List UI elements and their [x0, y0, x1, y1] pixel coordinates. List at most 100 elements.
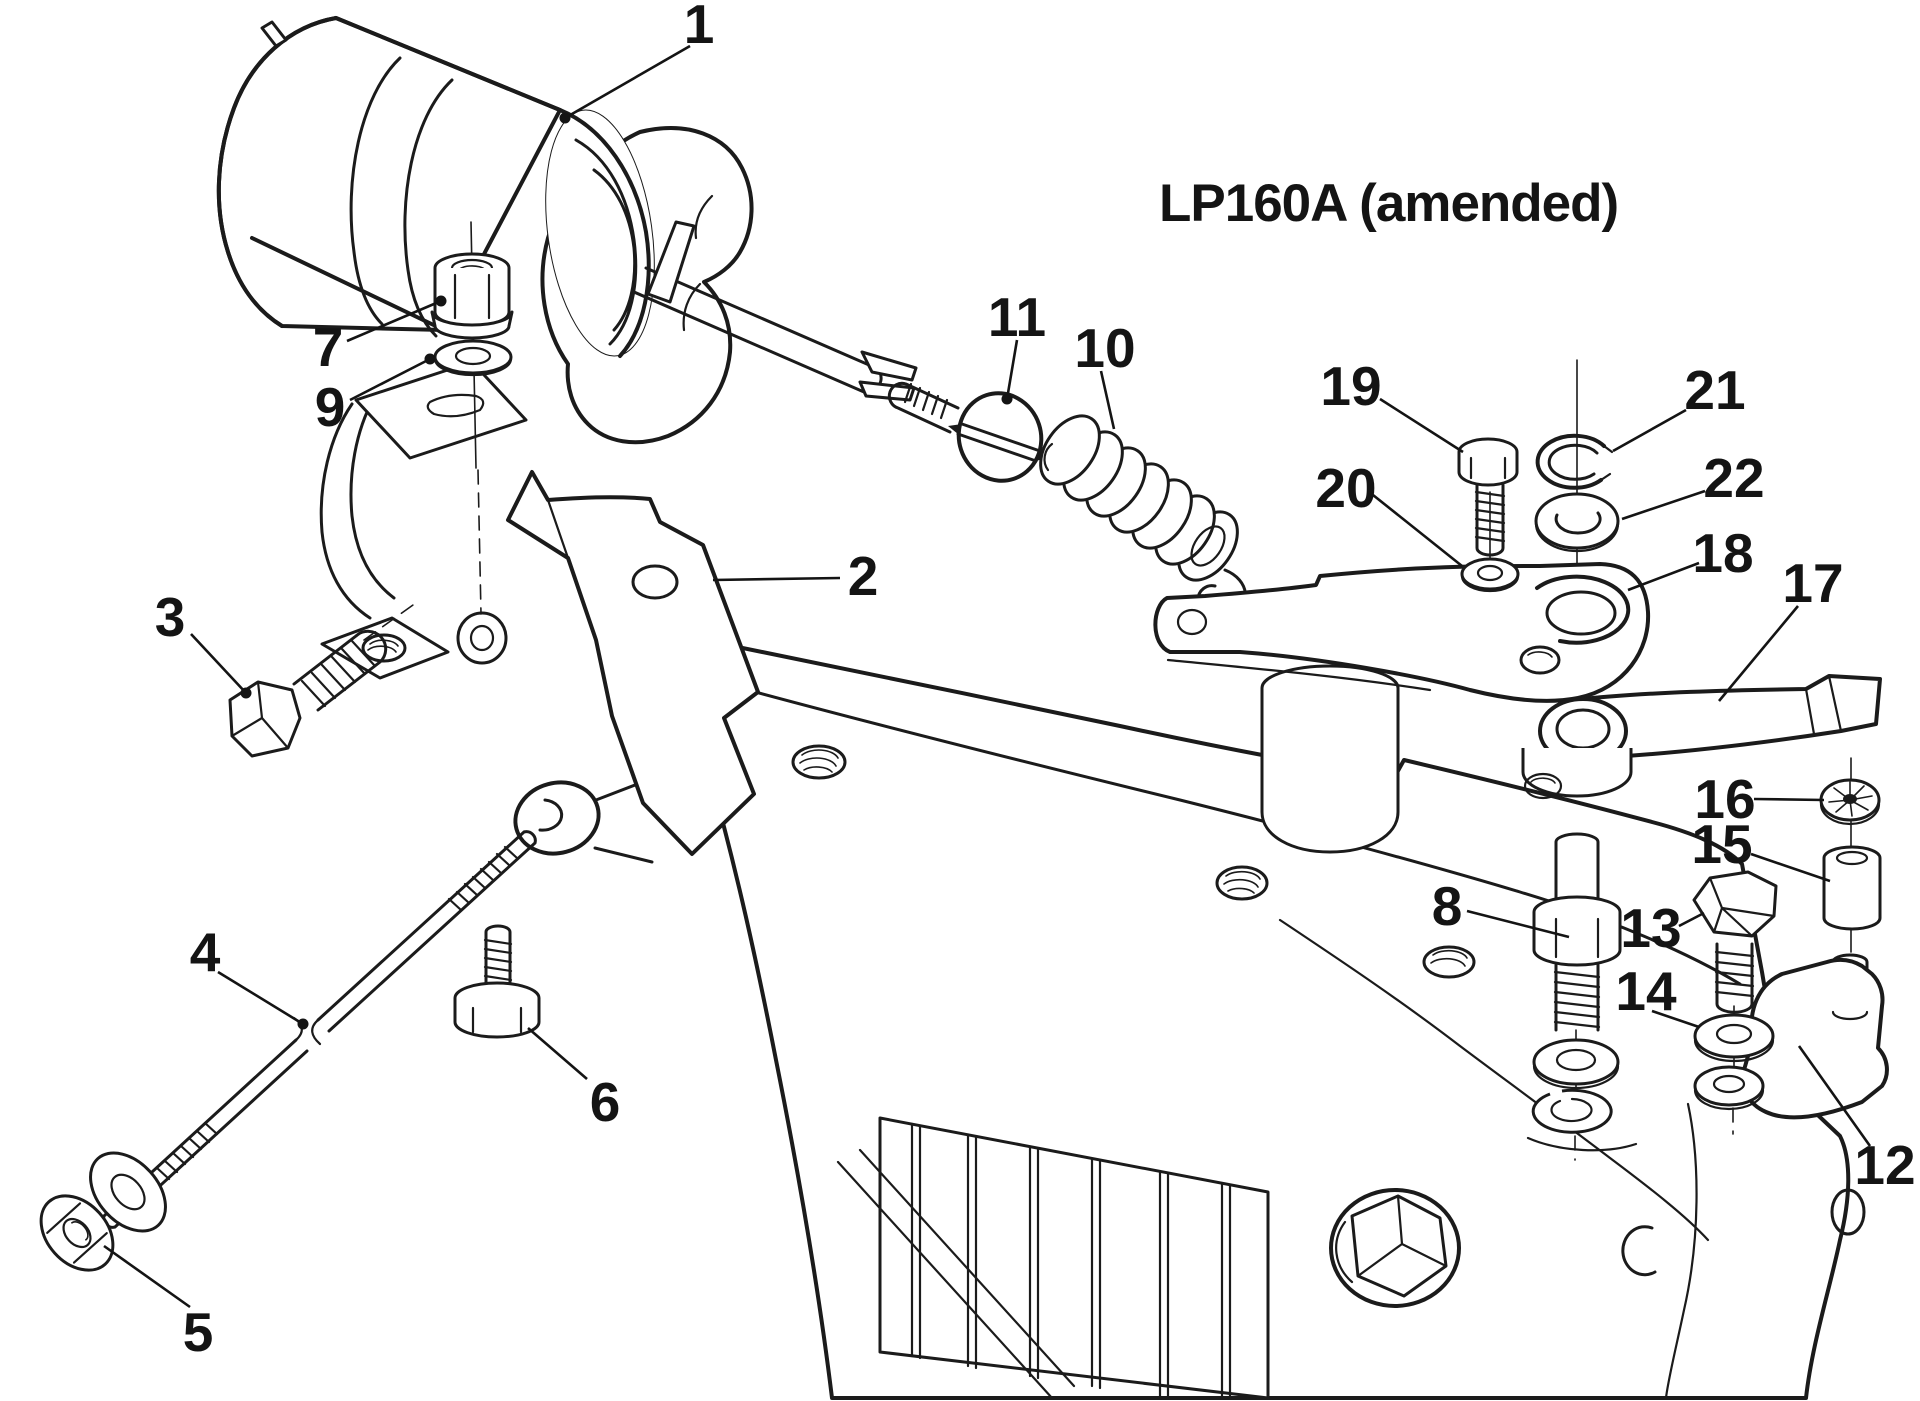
- pad-threaded-hole: [361, 633, 407, 663]
- bolt3-head-facets: [230, 680, 290, 750]
- callout-11-dot: [1001, 393, 1013, 405]
- callout-20-label: 20: [1315, 457, 1376, 519]
- bolt6-head-facets: [471, 1006, 523, 1034]
- bracket-12-drawing: [1741, 953, 1889, 1120]
- callout-1-label: 1: [684, 0, 715, 55]
- callout-5-label: 5: [183, 1301, 214, 1363]
- deck-threaded-hole-2: [1215, 865, 1269, 901]
- callout-18-label: 18: [1692, 522, 1753, 584]
- bracket12-plate: [1741, 957, 1889, 1120]
- washer-20-drawing: [1460, 557, 1520, 593]
- callout-4-leader: [217, 970, 304, 1026]
- solenoid-flange-rings: [558, 108, 651, 358]
- bracket-arm-eye: [456, 611, 508, 665]
- callout-14-leader: [1651, 1009, 1700, 1029]
- solenoid-terminal: [260, 20, 288, 48]
- screw-shank: [887, 381, 960, 434]
- panel-slant-lines: [836, 1148, 1076, 1400]
- lever17-paddle-folds: [1804, 674, 1843, 736]
- bracket12-pin-base: [1831, 1010, 1869, 1021]
- bolt-19-drawing: [1457, 437, 1519, 557]
- bracket-arm: [319, 396, 396, 620]
- bolt6-threads: [483, 938, 513, 982]
- rod-washer-drawing: [89, 1151, 167, 1233]
- callout-13-leader: [1678, 911, 1705, 928]
- c-shaped-hole: [1621, 1225, 1657, 1277]
- spring-10-drawing: [1039, 414, 1248, 621]
- small-oval-hole: [1830, 1188, 1866, 1236]
- callout-10-leader: [1099, 370, 1116, 430]
- hex-bolt-3-drawing: [228, 599, 421, 758]
- callout-2-label: 2: [848, 545, 879, 607]
- callout-12-label: 12: [1854, 1134, 1915, 1196]
- screw-slot-ends: [948, 424, 1046, 461]
- deck-threaded-hole-3: [1422, 945, 1476, 979]
- callout-15-leader: [1750, 852, 1831, 883]
- callout-7-leader: [346, 299, 442, 343]
- callout-5-leader: [103, 1244, 191, 1309]
- bolt6-head-side: [453, 998, 541, 1039]
- washer-9-drawing: [433, 339, 513, 377]
- stud-pad-rim: [1526, 1136, 1638, 1152]
- screw-11-drawing: [887, 381, 1046, 483]
- bolt3-threads: [300, 639, 377, 708]
- callout-18-leader: [1627, 561, 1700, 592]
- stud-flat-washer-drawing: [1532, 1038, 1620, 1090]
- solenoid-band-arcs: [349, 56, 454, 338]
- callout-4-dot: [297, 1018, 309, 1030]
- solenoid-foot-plate: [354, 360, 528, 460]
- lever18-small-hole: [1519, 645, 1561, 675]
- callout-4-label: 4: [190, 921, 221, 983]
- callout-11-leader: [1005, 339, 1019, 400]
- lever18-ring-outer: [1535, 574, 1631, 645]
- mounting-bracket-drawing: [319, 360, 760, 856]
- hex-bolt-6-drawing: [453, 924, 541, 1039]
- bolt19-threads: [1474, 490, 1506, 543]
- lever18-thickness: [1166, 658, 1432, 692]
- callout-17-leader: [1718, 605, 1799, 702]
- lever18-ring-inner: [1545, 590, 1617, 636]
- washer-22-drawing: [1534, 492, 1620, 553]
- callout-6-label: 6: [590, 1071, 621, 1133]
- callout-9-label: 9: [315, 376, 346, 438]
- hex-bolt-13-drawing: [1692, 870, 1778, 1014]
- stud-spring-washer-drawing: [1531, 1088, 1613, 1134]
- stud-nut-side: [1532, 912, 1622, 967]
- spring-wire-end: [1043, 442, 1054, 472]
- star-teeth: [1828, 781, 1873, 817]
- bracket-fold-lines: [546, 497, 662, 560]
- callout-3-dot: [240, 687, 252, 699]
- bolt3-shank: [292, 629, 388, 712]
- callout-10-label: 10: [1074, 317, 1135, 379]
- rib-lines: [910, 1122, 1232, 1400]
- bolt3-head: [228, 680, 302, 758]
- callout-15-label: 15: [1691, 813, 1752, 875]
- lever-17-drawing: [1521, 674, 1882, 800]
- callout-8-leader: [1466, 909, 1570, 939]
- clamp-detail-arcs: [682, 194, 714, 332]
- callout-12-leader: [1797, 1045, 1872, 1147]
- bracket-axis-dashed: [477, 469, 482, 615]
- star-nut-16-drawing: [1819, 778, 1881, 826]
- stud-top-shank: [1554, 832, 1600, 908]
- bolt3-axis-dashed: [363, 599, 421, 641]
- foot-plate-slot: [426, 393, 485, 418]
- rod-boss-eye-hole: [538, 798, 564, 832]
- deck-threaded-hole-1: [791, 744, 847, 780]
- bolt13-head-facets: [1708, 876, 1776, 938]
- callout-19-label: 19: [1320, 355, 1381, 417]
- callout-6-leader: [527, 1027, 588, 1080]
- callout-21-leader: [1612, 408, 1687, 453]
- bracket-arm-eye-hole: [469, 624, 495, 652]
- stud-8-drawing: [1532, 832, 1622, 1032]
- diagram-title: LP160A (amended): [1159, 174, 1618, 233]
- sleeve-15-drawing: [1822, 845, 1882, 931]
- callout-19-leader: [1379, 397, 1464, 454]
- callout-14-label: 14: [1615, 960, 1677, 1022]
- engine-casting-drawing: [320, 616, 1866, 1400]
- callout-16-leader: [1753, 797, 1825, 802]
- lever18-left-hole: [1176, 608, 1208, 636]
- stud-nut-facets: [1554, 917, 1600, 959]
- rod-boss-eye: [513, 780, 601, 856]
